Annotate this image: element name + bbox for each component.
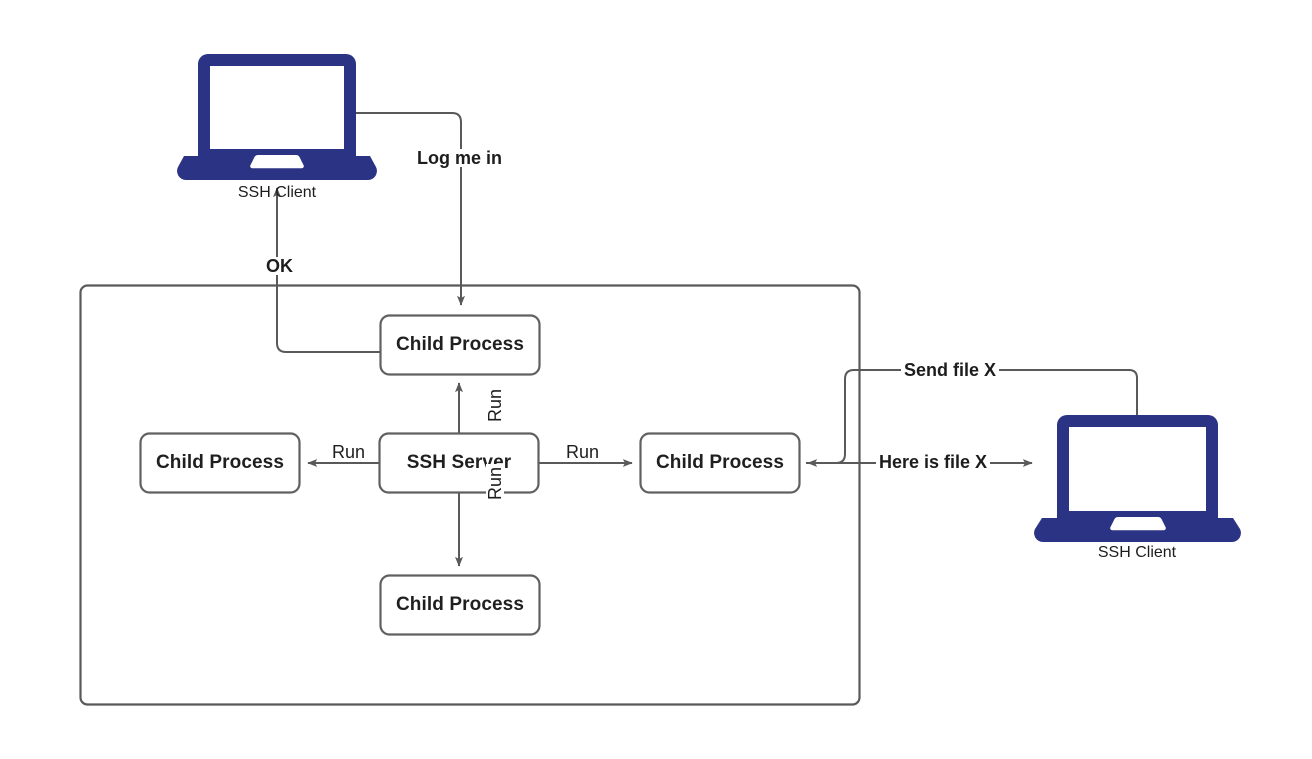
laptop-icon-client-left[interactable]: [177, 54, 377, 180]
edge-label-send-file-x: Send file X: [901, 361, 1000, 379]
edge-label-run-right: Run: [563, 443, 603, 461]
node-child-process-right[interactable]: [639, 432, 801, 494]
node-child-process-top[interactable]: [379, 314, 541, 376]
node-ssh-server[interactable]: [378, 432, 540, 494]
edge-log-me-in: [356, 112, 465, 306]
edge-label-here-is-file-x: Here is file X: [876, 453, 991, 471]
node-child-process-left[interactable]: [139, 432, 301, 494]
edge-send-file-x: [807, 369, 1138, 467]
edge-label-run-top: Run: [485, 385, 505, 425]
device-label-client-left: SSH Client: [237, 184, 317, 201]
edge-label-ok: OK: [264, 256, 295, 276]
server-host-boundary: [79, 284, 861, 706]
device-label-client-right: SSH Client: [1097, 544, 1177, 561]
edge-label-log-me-in: Log me in: [415, 148, 504, 168]
laptop-icon-client-right[interactable]: [1034, 415, 1241, 542]
edge-ok: [273, 187, 380, 353]
edge-label-run-bottom: Run: [485, 463, 505, 503]
edge-label-run-left: Run: [329, 443, 369, 461]
node-child-process-bottom[interactable]: [379, 574, 541, 636]
